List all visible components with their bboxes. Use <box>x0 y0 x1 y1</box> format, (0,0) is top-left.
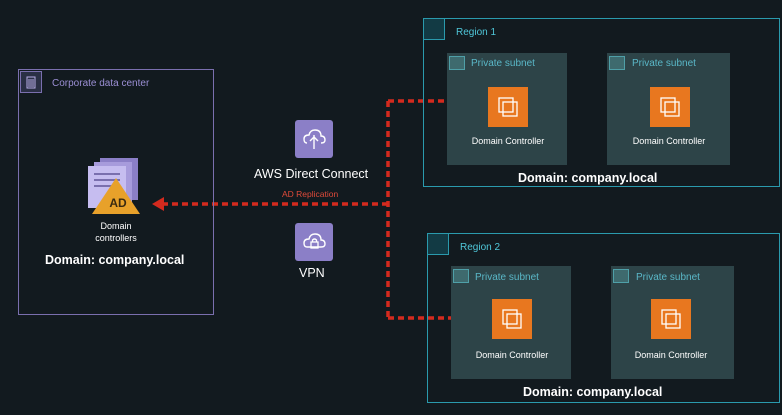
corporate-data-center-box <box>18 69 214 315</box>
region-1-dc-2-label: Domain Controller <box>632 136 706 146</box>
ad-caption-line2: controllers <box>95 233 137 243</box>
region-2-dc-1-label: Domain Controller <box>475 350 549 360</box>
ad-caption-line1: Domain <box>100 221 132 231</box>
region-1-dc-1-ec2-icon <box>488 87 528 127</box>
direct-connect-label: AWS Direct Connect <box>254 167 369 181</box>
corporate-domain-label: Domain: company.local <box>45 253 185 267</box>
region-1-domain-label: Domain: company.local <box>518 171 658 185</box>
region-2-flag-icon <box>427 233 449 255</box>
region-2-label: Region 2 <box>460 242 501 253</box>
ad-replication-label: AD Replication <box>282 189 339 199</box>
building-icon <box>20 71 42 93</box>
region-1-flag-icon <box>423 18 445 40</box>
region-2-subnet-2-label: Private subnet <box>636 272 700 283</box>
region-2-subnet-1-label: Private subnet <box>475 272 539 283</box>
corporate-data-center-label: Corporate data center <box>52 78 150 89</box>
region-2-dc-1-ec2-icon <box>492 299 532 339</box>
region-2-subnet-1-lock-icon <box>453 269 469 283</box>
region-1-dc-1-label: Domain Controller <box>471 136 545 146</box>
arrowhead-corporate <box>152 197 164 211</box>
region-2-dc-2-label: Domain Controller <box>634 350 708 360</box>
region-1-subnet-1-label: Private subnet <box>471 58 535 69</box>
region-2-box <box>427 233 780 403</box>
region-2-subnet-2-lock-icon <box>613 269 629 283</box>
active-directory-icon: AD <box>88 158 142 216</box>
region-1-box <box>423 18 780 187</box>
vpn-icon <box>295 223 333 261</box>
region-2-dc-2-ec2-icon <box>651 299 691 339</box>
region-1-dc-2-ec2-icon <box>650 87 690 127</box>
region-1-label: Region 1 <box>456 27 497 38</box>
region-1-subnet-2-label: Private subnet <box>632 58 696 69</box>
region-2-domain-label: Domain: company.local <box>523 385 663 399</box>
ad-badge-text: AD <box>109 196 127 210</box>
region-1-subnet-1-lock-icon <box>449 56 465 70</box>
vpn-label: VPN <box>299 266 325 280</box>
region-1-subnet-2-lock-icon <box>609 56 625 70</box>
direct-connect-icon <box>295 120 333 158</box>
